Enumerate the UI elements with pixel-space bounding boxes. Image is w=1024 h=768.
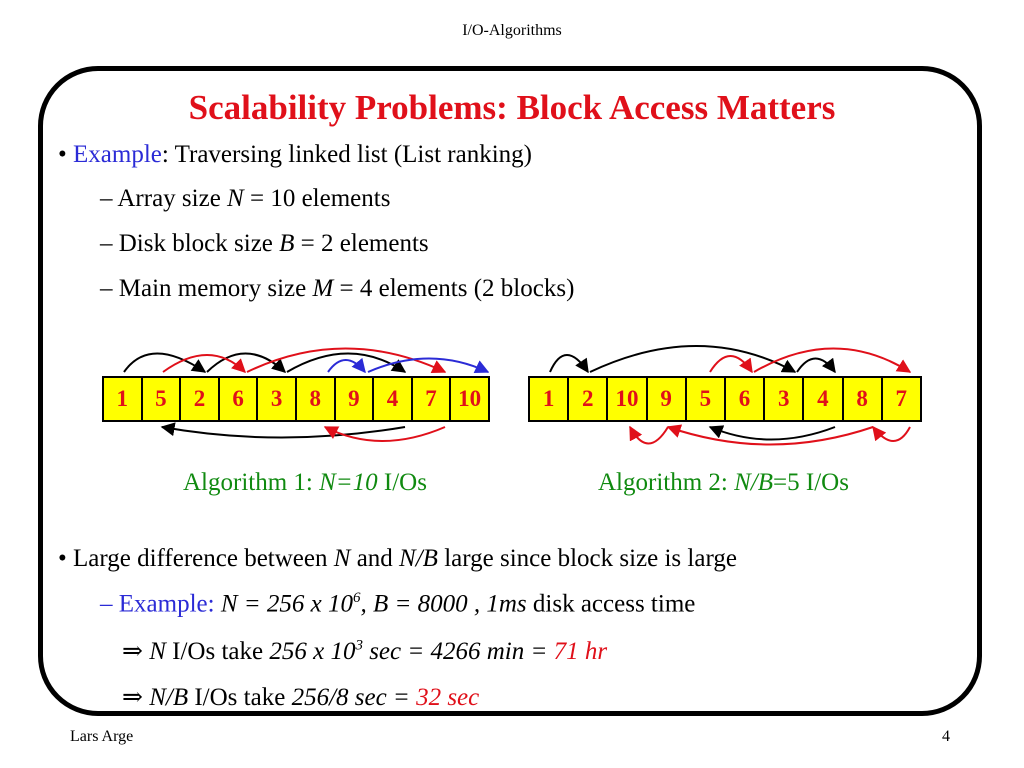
example-exponent: 6: [352, 590, 361, 606]
array-cell: 2: [179, 376, 220, 422]
arrow-7-to-8: [323, 426, 446, 442]
example-text: : Traversing linked list (List ranking): [161, 141, 532, 168]
implies-symbol: ⇒: [122, 638, 143, 665]
array-cell: 6: [217, 376, 259, 422]
array-cell: 7: [880, 376, 922, 422]
arrow-9-to-10-b: [629, 425, 669, 445]
sub-text: – Array size: [100, 185, 228, 212]
arrow-6-to-7-b: [753, 347, 912, 373]
example-label: Example: [73, 141, 162, 168]
arrow-5-to-6: [162, 354, 247, 373]
arrow-1-to-2-b: [549, 354, 589, 374]
sub-text: – Disk block size: [100, 230, 280, 257]
sub-text: = 4 elements (2 blocks): [333, 275, 575, 302]
bullet-difference: • Large difference between N and N/B lar…: [58, 545, 737, 573]
impl-result: 32 sec: [416, 684, 480, 711]
implies-symbol: ⇒: [122, 684, 143, 711]
sub-array-size: – Array size N = 10 elements: [100, 185, 390, 213]
sub-var: B: [279, 230, 295, 257]
sub-example: – Example: N = 256 x 106, B = 8000 , 1ms…: [100, 590, 695, 618]
header-title: I/O-Algorithms: [462, 22, 562, 39]
sub-memory-size: – Main memory size M = 4 elements (2 blo…: [100, 275, 574, 303]
array-cell: 10: [449, 376, 490, 422]
impl-expr: 256/8 sec =: [291, 684, 417, 711]
arrow-2-to-3: [206, 352, 287, 373]
caption-var: N=10: [319, 469, 378, 496]
page-number: 4: [942, 728, 950, 745]
array-algorithm-1: 1 5 2 6 3 8 9 4 7 10: [102, 376, 490, 422]
caption-text: I/Os: [377, 469, 427, 496]
arrow-7-to-8-b: [872, 425, 911, 442]
caption-algorithm-1: Algorithm 1: N=10 I/Os: [183, 469, 427, 497]
bullet-marker: •: [58, 141, 67, 168]
bullet-var: N: [333, 545, 351, 572]
bullet-marker: •: [58, 545, 67, 572]
impl-expr: 256 x 10: [269, 638, 356, 665]
sub-block-size: – Disk block size B = 2 elements: [100, 230, 429, 258]
footer-author: Lars Arge: [70, 728, 134, 745]
arrow-8-to-9: [327, 357, 366, 374]
caption-text: =5 I/Os: [773, 469, 849, 496]
impl-text: I/Os take: [188, 684, 292, 711]
caption-text: Algorithm 2:: [598, 469, 735, 496]
caption-algorithm-2: Algorithm 2: N/B=5 I/Os: [598, 469, 849, 497]
bullet-example: • Example: Traversing linked list (List …: [58, 141, 532, 169]
arrow-2-to-3-b: [589, 345, 797, 373]
sub-text: = 2 elements: [294, 230, 429, 257]
bullet-text: Large difference between: [73, 545, 334, 572]
implication-nb: ⇒ N/B I/Os take 256/8 sec = 32 sec: [122, 682, 479, 712]
caption-text: Algorithm 1:: [183, 469, 320, 496]
array-cell: 9: [333, 376, 375, 422]
arrow-9-to-10: [367, 357, 490, 374]
example-expr: N = 256 x 10: [220, 590, 353, 618]
array-cell: 8: [294, 376, 336, 422]
sub-text: – Main memory size: [100, 275, 313, 302]
arrow-3-to-4: [286, 352, 407, 373]
caption-var: N/B: [734, 469, 774, 496]
bullet-var: N/B: [399, 545, 438, 572]
array-cell: 1: [528, 376, 570, 422]
sub-text: = 10 elements: [243, 185, 391, 212]
array-cell: 3: [763, 376, 805, 422]
implication-n: ⇒ N I/Os take 256 x 103 sec = 4266 min =…: [122, 636, 607, 666]
arrow-6-to-7: [246, 347, 447, 373]
impl-var: N/B: [142, 684, 189, 711]
array-cell: 8: [841, 376, 883, 422]
arrow-4-to-5: [160, 422, 406, 439]
array-cell: 4: [802, 376, 844, 422]
slide-title: Scalability Problems: Block Access Matte…: [188, 88, 836, 127]
impl-expr: sec = 4266 min =: [362, 638, 554, 665]
array-cell: 6: [723, 376, 766, 422]
array-cell: 5: [684, 376, 726, 422]
example-text: disk access time: [526, 590, 696, 618]
arrow-3-to-4-b: [796, 357, 836, 374]
array-cell: 2: [567, 376, 609, 422]
bullet-text: large since block size is large: [437, 545, 737, 572]
slide-frame: [38, 66, 982, 716]
arrow-5-to-6-b: [709, 355, 753, 374]
sub-var: M: [312, 275, 334, 302]
example-label: – Example:: [100, 590, 221, 618]
arrow-4-to-5-b: [708, 425, 836, 441]
arrow-1-to-2: [123, 352, 207, 373]
array-cell: 7: [410, 376, 452, 422]
array-cell: 4: [372, 376, 413, 422]
arrow-8-to-9-b: [666, 424, 874, 446]
impl-exponent: 3: [355, 637, 363, 654]
sub-var: N: [227, 185, 244, 212]
bullet-text: and: [350, 545, 400, 572]
impl-var: N: [142, 638, 166, 665]
example-expr: , B = 8000 , 1ms: [360, 590, 527, 618]
array-algorithm-2: 1 2 10 9 5 6 3 4 8 7: [528, 376, 922, 422]
impl-text: I/Os take: [165, 638, 270, 665]
impl-result: 71 hr: [553, 638, 608, 665]
